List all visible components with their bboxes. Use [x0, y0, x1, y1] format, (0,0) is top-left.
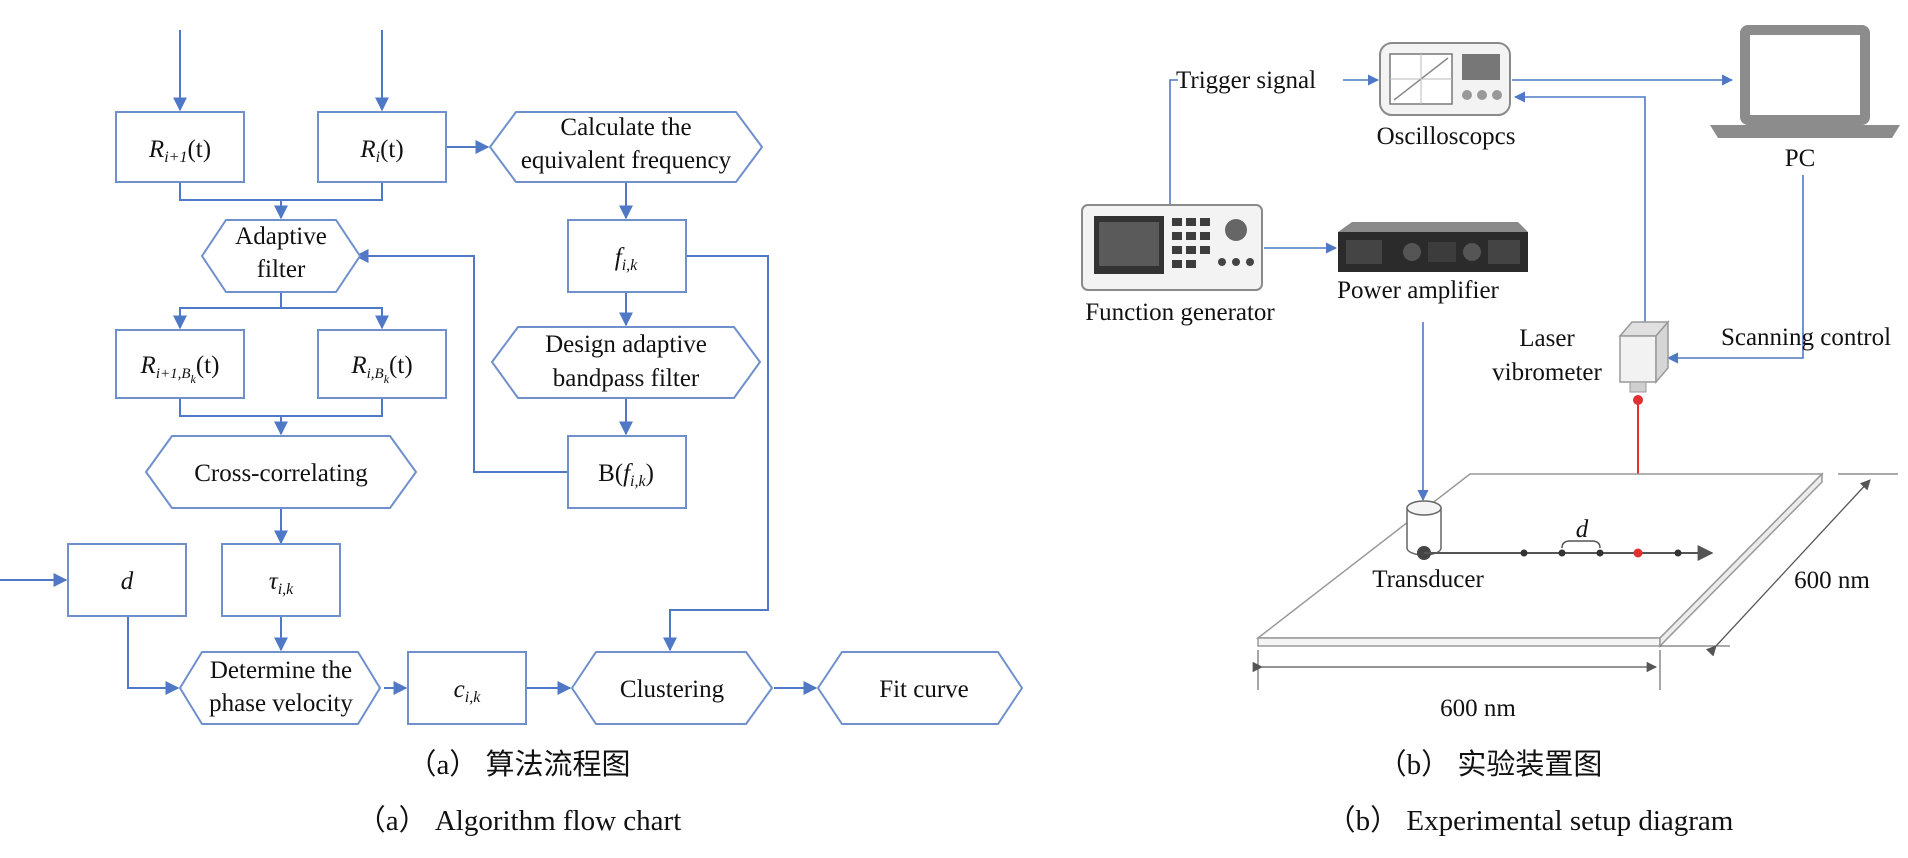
svg-text:Ri+1(t): Ri+1(t) — [148, 136, 211, 166]
svg-text:filter: filter — [257, 256, 306, 283]
power-amplifier-device — [1338, 222, 1528, 272]
test-plate — [1255, 472, 1824, 648]
caption-b-chinese: （b） 实验装置图 — [1378, 748, 1603, 781]
transducer-device — [1406, 500, 1442, 560]
svg-text:fi,k: fi,k — [615, 244, 638, 274]
power-amplifier-label: Power amplifier — [1337, 277, 1499, 304]
dimension-right-label: 600 nm — [1794, 567, 1870, 594]
svg-text:Calculate the: Calculate the — [560, 114, 691, 141]
d-box: d — [67, 543, 187, 617]
oscilloscope-device — [1379, 42, 1511, 116]
svg-text:bandpass filter: bandpass filter — [553, 365, 700, 392]
pc-laptop-icon — [1710, 25, 1900, 138]
rb-next-box: Ri+1,Bk(t) — [115, 329, 245, 399]
caption-a-english: （a） Algorithm flow chart — [357, 805, 682, 837]
svg-text:Design adaptive: Design adaptive — [545, 331, 707, 358]
r-next-box: Ri+1(t) — [115, 111, 245, 183]
calc-frequency-node: Calculate the equivalent frequency — [488, 111, 764, 183]
svg-text:Cross-correlating: Cross-correlating — [194, 460, 368, 487]
pc-label: PC — [1785, 145, 1816, 172]
c-ik-box: ci,k — [407, 651, 527, 725]
svg-text:Fit curve: Fit curve — [879, 676, 969, 703]
tau-box: τi,k — [221, 543, 341, 617]
transducer-label: Transducer — [1372, 566, 1484, 593]
flow-connectors — [0, 30, 818, 695]
flowchart-panel: Ri+1(t) Ri(t) Calculate the equivalent f… — [0, 30, 1024, 725]
svg-text:Clustering: Clustering — [620, 676, 725, 703]
svg-text:τi,k: τi,k — [269, 568, 294, 598]
r-cur-box: Ri(t) — [317, 111, 447, 183]
scan-line — [1424, 540, 1714, 561]
svg-text:B(fi,k): B(fi,k) — [598, 460, 654, 490]
caption-b-english: （b） Experimental setup diagram — [1327, 805, 1734, 837]
caption-a-chinese: （a） 算法流程图 — [407, 748, 630, 781]
svg-text:Ri(t): Ri(t) — [359, 136, 403, 166]
svg-text:Ri+1,Bk(t): Ri+1,Bk(t) — [140, 352, 220, 386]
cross-correlating-node: Cross-correlating — [144, 435, 418, 509]
b-filter-box: B(fi,k) — [567, 435, 687, 509]
function-generator-device — [1081, 204, 1263, 291]
svg-text:phase velocity: phase velocity — [209, 690, 353, 717]
clustering-node: Clustering — [570, 651, 774, 725]
function-generator-label: Function generator — [1085, 299, 1275, 326]
svg-text:Determine the: Determine the — [210, 657, 352, 684]
adaptive-filter-node: Adaptive filter — [200, 219, 362, 293]
svg-text:Ri,Bk(t): Ri,Bk(t) — [350, 352, 412, 386]
laser-aperture — [1633, 395, 1643, 405]
spacing-d-label: d — [1576, 516, 1589, 543]
f-ik-box: fi,k — [567, 219, 687, 293]
trigger-signal-label: Trigger signal — [1176, 67, 1316, 94]
laser-vibrometer-label-2: vibrometer — [1492, 359, 1602, 386]
dimension-lines — [1252, 473, 1898, 690]
phase-velocity-node: Determine the phase velocity — [178, 651, 382, 725]
setup-wiring — [1169, 74, 1804, 502]
svg-text:Adaptive: Adaptive — [235, 223, 327, 250]
laser-vibrometer-device — [1618, 319, 1670, 405]
setup-panel: Trigger signal Oscilloscopcs PC Function… — [1081, 25, 1900, 722]
svg-text:ci,k: ci,k — [454, 676, 482, 706]
scanning-control-label: Scanning control — [1721, 324, 1891, 351]
oscilloscope-label: Oscilloscopcs — [1377, 123, 1516, 150]
laser-vibrometer-label: Laser — [1519, 325, 1575, 352]
design-filter-node: Design adaptive bandpass filter — [490, 326, 762, 399]
dimension-bottom-label: 600 nm — [1440, 695, 1516, 722]
rb-cur-box: Ri,Bk(t) — [317, 329, 447, 399]
fit-curve-node: Fit curve — [816, 651, 1024, 725]
svg-text:d: d — [121, 568, 134, 595]
svg-text:equivalent frequency: equivalent frequency — [521, 147, 732, 174]
